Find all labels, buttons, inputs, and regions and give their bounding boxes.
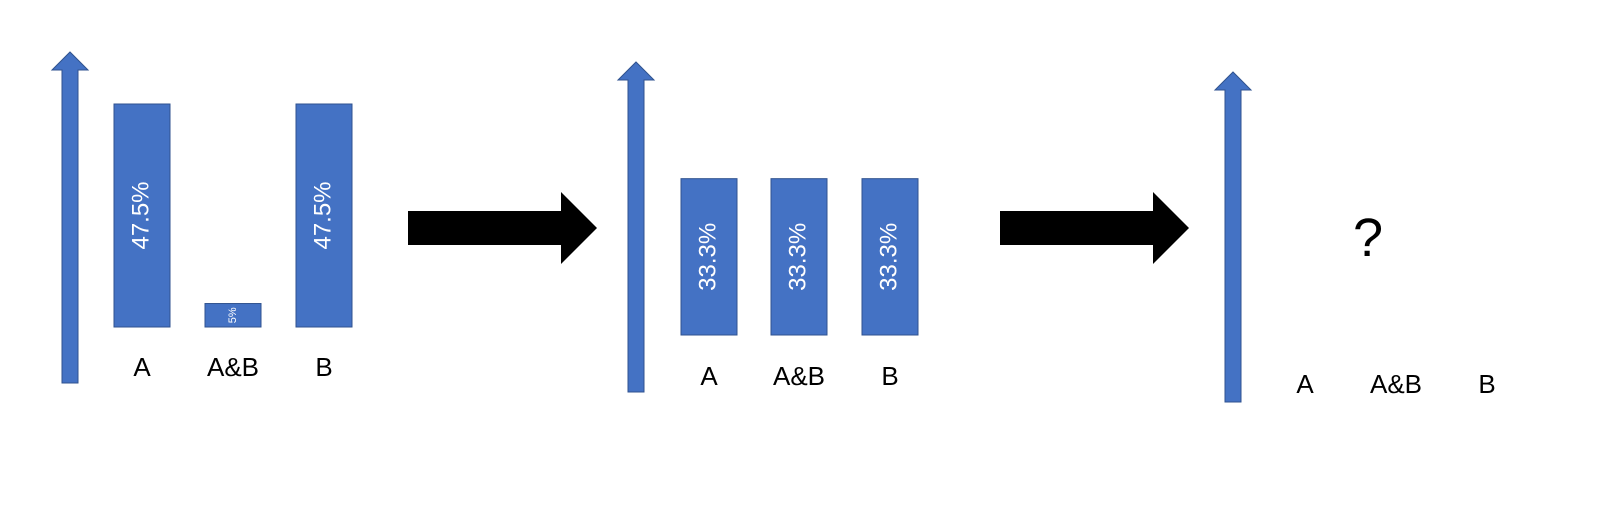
- chart-panel-1: Percentage47.5%5%47.5%AA&BB: [61, 103, 353, 382]
- category-label: B: [881, 361, 898, 391]
- category-label: A&B: [1370, 369, 1422, 399]
- flow-arrow-2-icon: [1000, 192, 1189, 264]
- category-label: B: [315, 352, 332, 382]
- y-axis-arrow-1: [50, 51, 90, 384]
- bar-data-label: 5%: [227, 307, 239, 323]
- y-axis-arrow-2: [616, 61, 656, 393]
- category-label: A&B: [773, 361, 825, 391]
- bar-b: [861, 178, 919, 336]
- question-mark-annotation: ?: [1353, 208, 1383, 268]
- y-axis-arrow-3: [1213, 71, 1253, 403]
- bar-data-label: 33.3%: [784, 223, 811, 291]
- bar-b: [295, 103, 353, 328]
- flow-arrow-1-icon: [408, 192, 597, 264]
- chart-panel-2: Percentage33.3%33.3%33.3%AA&BB: [627, 178, 919, 391]
- chart-panel-3: PercentageAA&BB?: [1224, 208, 1496, 399]
- category-label: A: [700, 361, 718, 391]
- bar-aandb: [770, 178, 828, 336]
- category-label: A: [133, 352, 151, 382]
- category-label: A&B: [207, 352, 259, 382]
- bar-data-label: 47.5%: [127, 181, 154, 249]
- bar-a: [113, 103, 171, 328]
- category-label: A: [1296, 369, 1314, 399]
- bar-data-label: 33.3%: [694, 223, 721, 291]
- bar-data-label: 33.3%: [875, 223, 902, 291]
- bar-a: [680, 178, 738, 336]
- bar-aandb: [204, 303, 262, 328]
- bar-data-label: 47.5%: [309, 181, 336, 249]
- category-label: B: [1478, 369, 1495, 399]
